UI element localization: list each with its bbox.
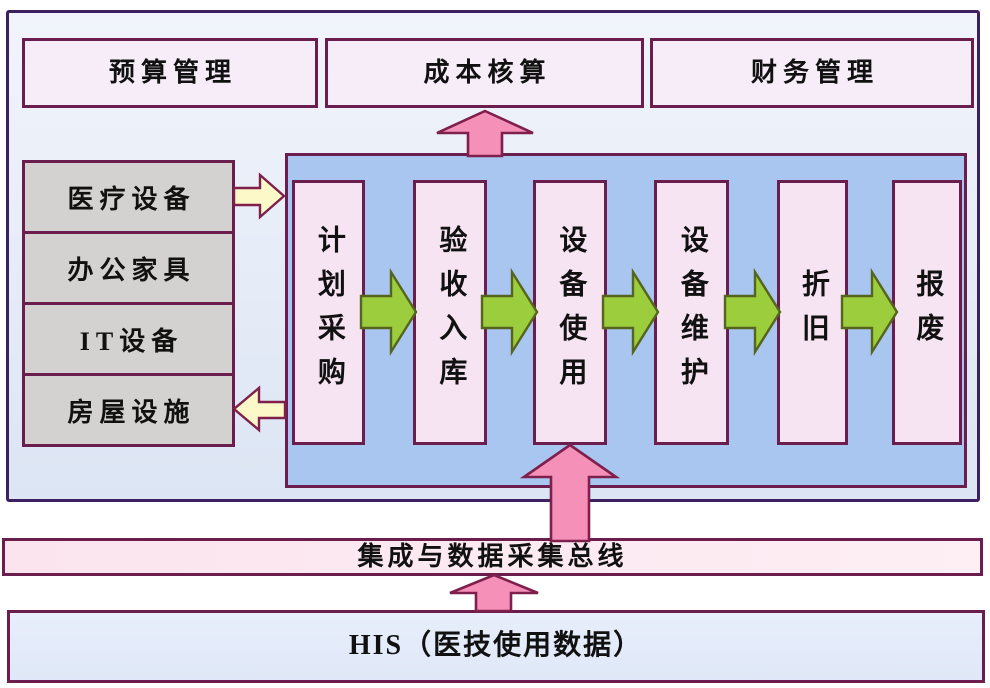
office-furniture-box: 办公家具 <box>22 231 235 305</box>
step-plan-procurement-label: 计划采购 <box>313 224 345 401</box>
asset-category-stack: 医疗设备 办公家具 IT设备 房屋设施 <box>22 160 235 447</box>
his-to-bus-arrow-icon <box>449 573 539 613</box>
step-equipment-maintenance: 设备维护 <box>654 180 729 445</box>
step-acceptance-warehousing: 验收入库 <box>413 180 487 445</box>
finance-management-box: 财务管理 <box>650 38 974 108</box>
housing-facilities-label: 房屋设施 <box>67 397 196 427</box>
step-equipment-maintenance-label: 设备维护 <box>676 224 708 401</box>
flow-arrow-5-icon <box>840 267 899 357</box>
flow-arrow-1-icon <box>359 267 418 357</box>
flow-arrow-3-icon <box>601 267 660 357</box>
step-depreciation: 折旧 <box>777 180 848 445</box>
step-acceptance-warehousing-label: 验收入库 <box>435 224 467 401</box>
his-label: HIS（医技使用数据） <box>348 630 644 662</box>
flow-arrow-2-icon <box>480 267 539 357</box>
category-outflow-arrow-icon <box>232 172 286 220</box>
step-equipment-usage-label: 设备使用 <box>555 224 587 401</box>
cost-accounting-label: 成本核算 <box>423 57 552 87</box>
step-depreciation-label: 折旧 <box>797 268 829 357</box>
category-return-arrow-icon <box>232 385 287 433</box>
flow-arrow-4-icon <box>723 267 782 357</box>
integration-bus-box: 集成与数据采集总线 <box>2 538 983 576</box>
process-to-cost-arrow-icon <box>436 109 534 158</box>
integration-bus-label: 集成与数据采集总线 <box>357 541 628 571</box>
medical-equipment-label: 医疗设备 <box>67 184 196 214</box>
his-box: HIS（医技使用数据） <box>7 610 985 683</box>
budget-management-label: 预算管理 <box>108 57 237 87</box>
it-equipment-label: IT设备 <box>79 326 184 356</box>
office-furniture-label: 办公家具 <box>67 255 196 285</box>
finance-management-label: 财务管理 <box>750 57 879 87</box>
bus-to-process-arrow-icon <box>519 443 621 543</box>
cost-accounting-box: 成本核算 <box>325 38 644 108</box>
step-plan-procurement: 计划采购 <box>292 180 365 445</box>
medical-equipment-box: 医疗设备 <box>22 160 235 234</box>
step-equipment-usage: 设备使用 <box>533 180 607 445</box>
step-scrap-label: 报废 <box>912 268 944 357</box>
housing-facilities-box: 房屋设施 <box>22 373 235 447</box>
budget-management-box: 预算管理 <box>22 38 318 108</box>
step-scrap: 报废 <box>892 180 962 445</box>
it-equipment-box: IT设备 <box>22 302 235 376</box>
